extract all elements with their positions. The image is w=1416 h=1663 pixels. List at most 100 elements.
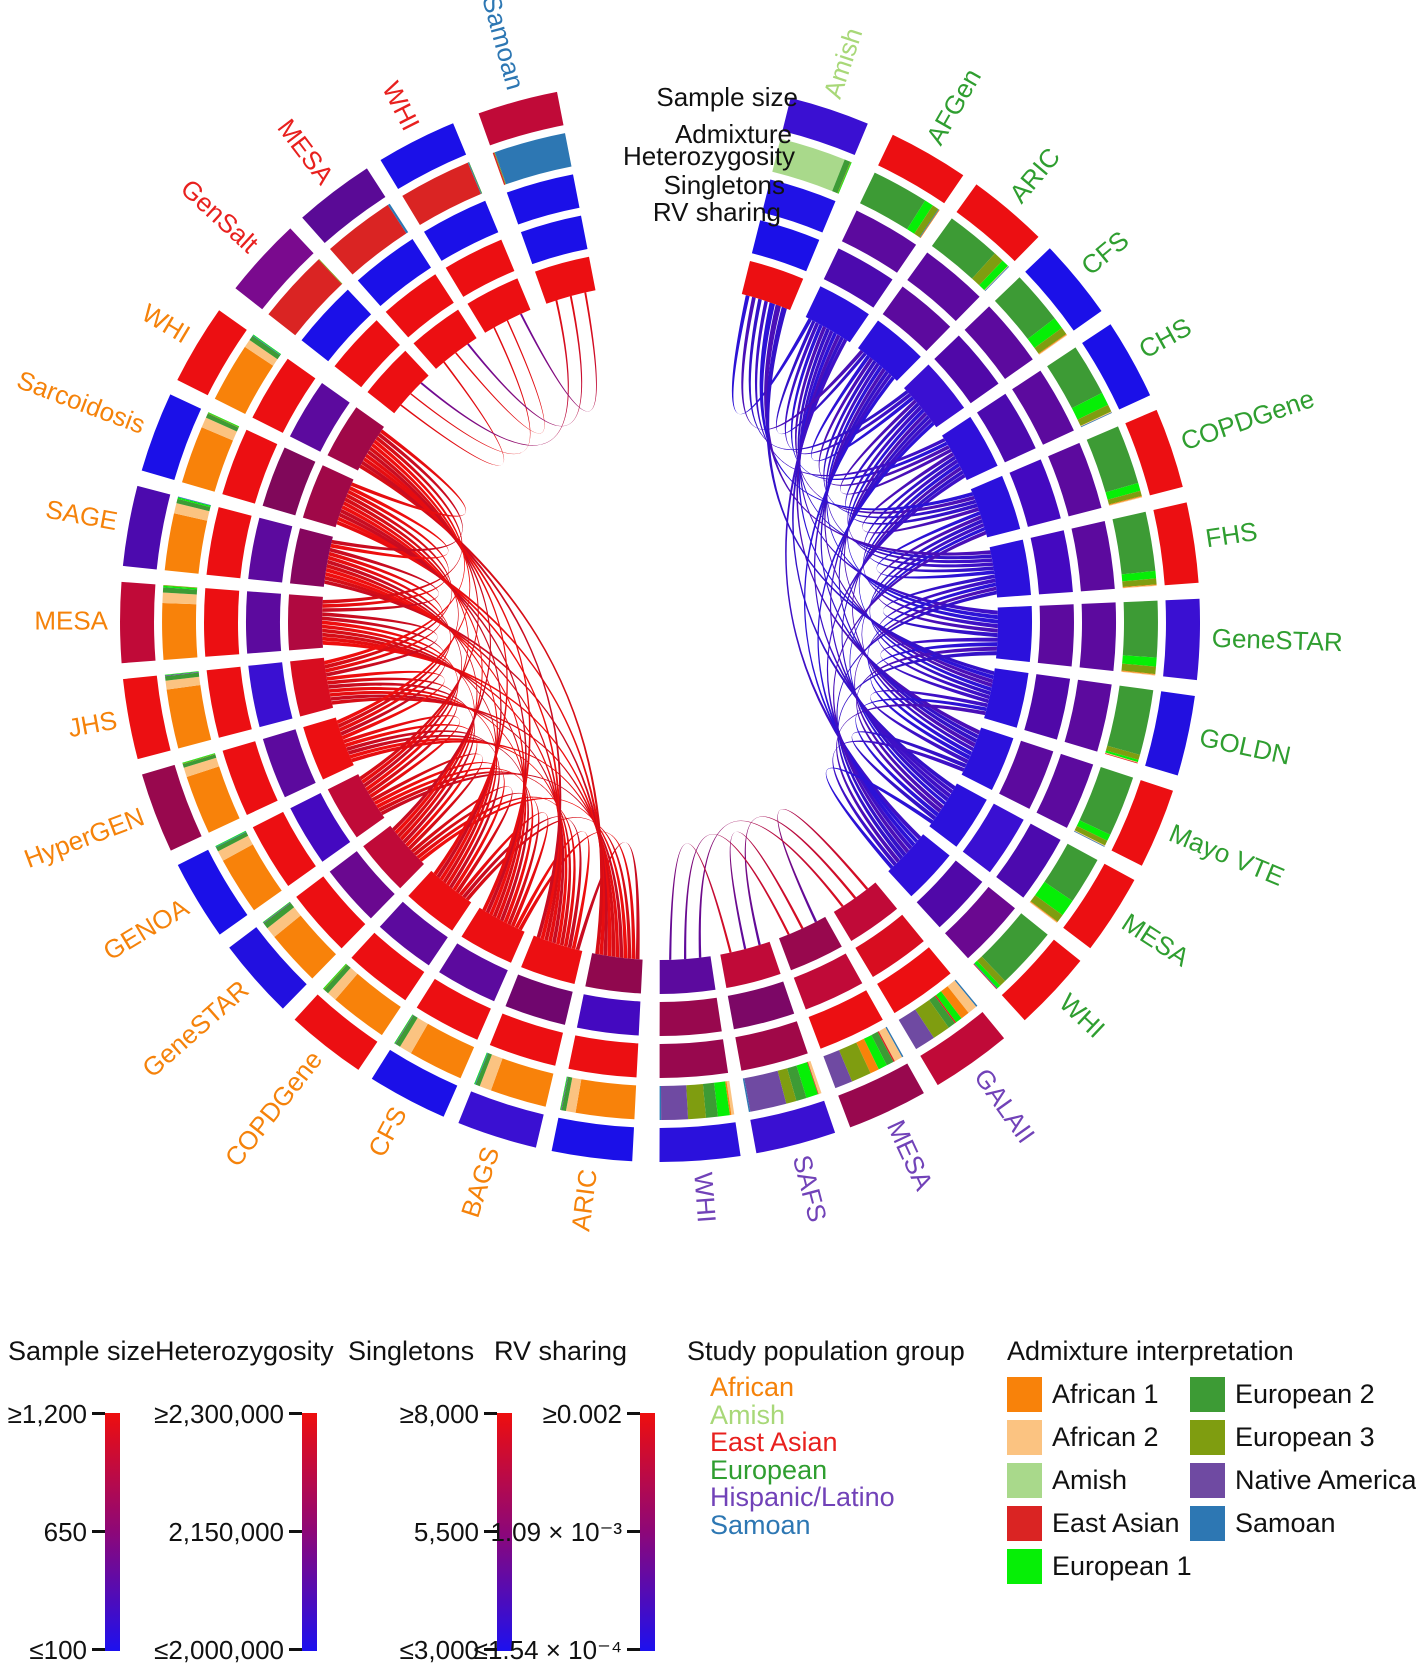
ring-sample-galaii <box>920 1012 1005 1086</box>
ring-heterozygosity-goldn <box>1064 679 1112 752</box>
admix-native_american-genestar_af <box>263 902 291 924</box>
scale-gradient-bar-1 <box>302 1413 317 1651</box>
admix-native_american-safs <box>744 1070 787 1112</box>
admix-african1-mesa_af <box>162 603 198 660</box>
admix-european3-galaii <box>915 1000 949 1038</box>
admixture-swatch-african2 <box>1007 1420 1042 1455</box>
chord-fhs-genestar_eu <box>882 574 998 638</box>
ring-sample-mesa_ea <box>302 168 386 243</box>
admix-european2-afgen <box>860 172 926 230</box>
ring-heterozygosity-copdgene_eu <box>1048 442 1102 517</box>
admix-african1-cfs_af <box>410 1023 475 1079</box>
admix-european2-whi_af <box>249 335 281 360</box>
scale-tick <box>484 1530 497 1533</box>
study-label-aric_eu: ARIC <box>1003 142 1066 209</box>
admix-european1-goldn <box>1105 750 1139 763</box>
ring-rv-sage <box>290 528 333 587</box>
chord-chs-whi_eu <box>826 473 966 850</box>
admix-east_asian-whi_ea <box>402 162 481 225</box>
chord-mesa_eu-whi_eu <box>825 767 934 869</box>
admix-samoan-aric_eu <box>984 266 1010 292</box>
ring-sample-safs <box>750 1100 836 1154</box>
ring-heterozygosity-mesa_ea <box>357 239 431 306</box>
admix-east_asian-goldn <box>1104 753 1138 764</box>
ring-name-sample-size: Sample size <box>656 82 798 112</box>
study-label-galaii: GALAII <box>968 1063 1041 1149</box>
chord-chs-mayovte <box>852 466 976 748</box>
ring-singletons-chs <box>977 393 1036 463</box>
chord-cfs_af-copdgene_af <box>458 812 549 927</box>
population-item-european: European <box>710 1454 828 1485</box>
ring-heterozygosity-bags <box>489 1013 563 1066</box>
ring-sample-sarcoidosis <box>141 394 202 480</box>
admix-european1-mayovte <box>1076 820 1111 841</box>
ring-heterozygosity-mesa_af <box>204 588 240 657</box>
admix-european2-mesa_af <box>162 587 198 595</box>
admix-european1-cfs_eu <box>1027 318 1062 348</box>
admix-european3-copdgene_af <box>323 964 347 990</box>
admix-east_asian-mesa_ea <box>330 204 407 275</box>
ring-singletons-cfs_eu <box>934 335 999 404</box>
ring-sample-whi_ea <box>380 123 467 189</box>
admix-african1-mesa_eu <box>1030 901 1058 923</box>
population-item-african: African <box>710 1372 795 1402</box>
population-item-samoan: Samoan <box>710 1510 811 1540</box>
chord-copdgene_af-genoa <box>373 762 505 891</box>
ring-sample-bags <box>458 1091 544 1148</box>
chord-copdgene_eu-fhs <box>876 511 995 579</box>
scale-tick-label: ≥8,000 <box>399 1399 479 1429</box>
chord-mesa_hl-whi_hl <box>683 834 790 960</box>
ring-sample-samoan <box>478 91 564 146</box>
admix-native_american-mesa_hl <box>823 1050 853 1089</box>
admix-european1-hypergen <box>182 753 216 764</box>
scale-tick <box>289 1530 302 1533</box>
ring-singletons-gensalt <box>334 320 400 388</box>
ring-rv-whi_hl <box>659 956 716 994</box>
admix-european1-mesa_eu <box>1035 881 1073 916</box>
admix-european2-galaii <box>929 995 955 1028</box>
chord-chs-goldn <box>858 462 992 692</box>
ring-heterozygosity-sarcoidosis <box>222 429 278 504</box>
admix-african2-copdgene_af <box>328 967 358 1000</box>
admix-african2-copdgene_eu <box>1109 496 1143 506</box>
study-label-chs: CHS <box>1134 311 1197 364</box>
admix-african2-safs <box>807 1060 822 1095</box>
chord-cfs_af-mesa_af <box>322 632 525 918</box>
study-label-whi_eu: WHI <box>1054 987 1111 1043</box>
ring-heterozygosity-mesa_hl <box>808 990 883 1049</box>
ring-singletons-mesa_af <box>245 591 282 654</box>
admixture-swatch-european1 <box>1007 1549 1042 1584</box>
admix-african1-genestar_af <box>274 915 336 979</box>
admix-african2-genestar_eu <box>1121 671 1156 676</box>
ring-singletons-whi_ea <box>445 239 515 297</box>
admix-samoan-genoa <box>215 831 247 848</box>
study-label-jhs: JHS <box>66 705 120 743</box>
scale-tick-label: ≥0.002 <box>542 1399 622 1429</box>
ring-heterozygosity-copdgene_af <box>351 932 425 1001</box>
admix-african1-cfs_eu <box>1038 334 1067 355</box>
admix-european3-gensalt <box>318 259 343 285</box>
study-label-sarcoidosis: Sarcoidosis <box>13 364 149 439</box>
admixture-label-amish: Amish <box>1052 1465 1128 1495</box>
ring-name-singletons: Singletons <box>664 170 785 200</box>
admix-european2-mayovte <box>1079 767 1134 835</box>
ring-rv-gensalt <box>367 350 429 414</box>
ring-singletons-whi_hl <box>659 997 722 1037</box>
admix-east_asian-mesa_hl <box>877 1031 895 1062</box>
ring-sample-goldn <box>1145 691 1195 776</box>
chord-mayovte-mesa_eu <box>851 731 967 821</box>
admix-european3-hypergen <box>182 753 216 765</box>
admixture-swatch-african1 <box>1007 1377 1042 1412</box>
scale-title-3: RV sharing <box>494 1336 628 1366</box>
study-label-copdgene_af: COPDGene <box>219 1045 329 1172</box>
admix-east_asian-galaii <box>934 995 957 1024</box>
admix-european2-genoa <box>215 832 249 852</box>
admixture-label-east_asian: East Asian <box>1052 1508 1180 1538</box>
admix-african2-aric_eu <box>984 265 1009 291</box>
ring-rv-bags <box>521 935 583 984</box>
ring-sample-cfs_eu <box>1025 248 1102 331</box>
ring-name-heterozygosity: Heterozygosity <box>623 141 795 171</box>
admix-african1-jhs <box>166 685 212 749</box>
admix-european1-whi_af <box>252 334 282 355</box>
ring-sample-copdgene_eu <box>1125 409 1183 496</box>
